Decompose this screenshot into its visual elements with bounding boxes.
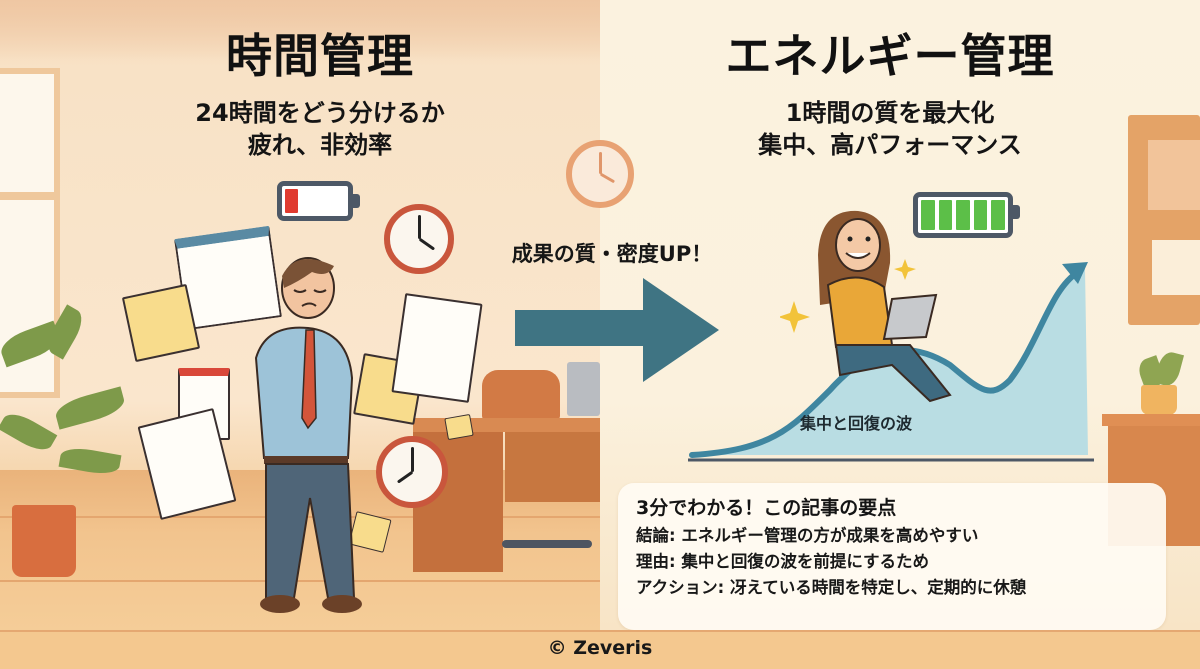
subtitle-line: 集中、高パフォーマンス: [758, 131, 1022, 159]
side-desk-top: [1102, 414, 1200, 426]
battery-cell: [956, 200, 970, 230]
clock-hand: [599, 172, 615, 184]
article-summary-card: 3分でわかる！この記事の要点 結論: エネルギー管理の方が成果を高めやすい 理由…: [618, 483, 1166, 630]
happy-woman-illustration: [780, 210, 952, 403]
clock-icon: [384, 204, 454, 274]
chair-base: [502, 540, 592, 548]
summary-conclusion: 結論: エネルギー管理の方が成果を高めやすい: [636, 526, 979, 545]
sticky-note-icon: [444, 413, 474, 441]
clock-hand: [410, 447, 414, 472]
plant-pot: [12, 505, 76, 577]
time-management-title: 時間管理: [226, 29, 414, 83]
clock-hand: [396, 470, 413, 484]
battery-cell: [921, 200, 935, 230]
checklist-note-icon: [121, 283, 201, 363]
full-battery-icon: [913, 192, 1020, 238]
copyright-text: © Zeveris: [547, 637, 653, 659]
low-battery-icon: [277, 181, 360, 221]
corkboard-note: [1148, 140, 1200, 210]
right-arrow-icon: [515, 278, 719, 382]
battery-cell: [285, 189, 298, 213]
ceiling-shade: [0, 0, 600, 60]
battery-cell: [973, 200, 988, 230]
clipboard-checklist-icon: [391, 293, 483, 403]
summary-reason: 理由: 集中と回復の波を前提にするため: [636, 552, 930, 571]
plant-leaf: [52, 386, 128, 430]
time-management-subtitle: 24時間をどう分けるか 疲れ、非効率: [150, 97, 490, 161]
summary-title: 3分でわかる！この記事の要点: [636, 497, 897, 519]
summary-action: アクション: 冴えている時間を特定し、定期的に休憩: [636, 578, 1027, 597]
clock-hand: [598, 152, 602, 174]
energy-management-title: エネルギー管理: [725, 29, 1055, 83]
plant-leaf: [0, 407, 58, 457]
floor-line: [0, 580, 600, 582]
plant-pot: [1141, 385, 1177, 415]
tired-man-illustration: [254, 257, 362, 613]
clock-icon: [376, 436, 448, 508]
background-laptop: [567, 362, 600, 416]
window-bar: [0, 192, 60, 200]
time-management-panel: [0, 0, 603, 669]
subtitle-line: 1時間の質を最大化: [785, 99, 995, 127]
corkboard-note: [1152, 240, 1200, 295]
wave-label: 集中と回復の波: [800, 414, 913, 433]
clock-hand: [418, 237, 435, 251]
battery-cell: [938, 200, 953, 230]
footer-strip: [0, 630, 1200, 669]
subtitle-line: 24時間をどう分けるか: [195, 99, 445, 127]
energy-management-subtitle: 1時間の質を最大化 集中、高パフォーマンス: [700, 97, 1080, 161]
subtitle-line: 疲れ、非効率: [247, 131, 393, 159]
desk-top: [413, 418, 603, 432]
wall-clock-icon: [566, 140, 634, 208]
desk-panel: [505, 432, 603, 502]
clock-hand: [417, 215, 421, 239]
battery-cell: [991, 200, 1005, 230]
office-chair: [482, 370, 560, 420]
arrow-caption: 成果の質・密度UP！: [511, 242, 713, 266]
